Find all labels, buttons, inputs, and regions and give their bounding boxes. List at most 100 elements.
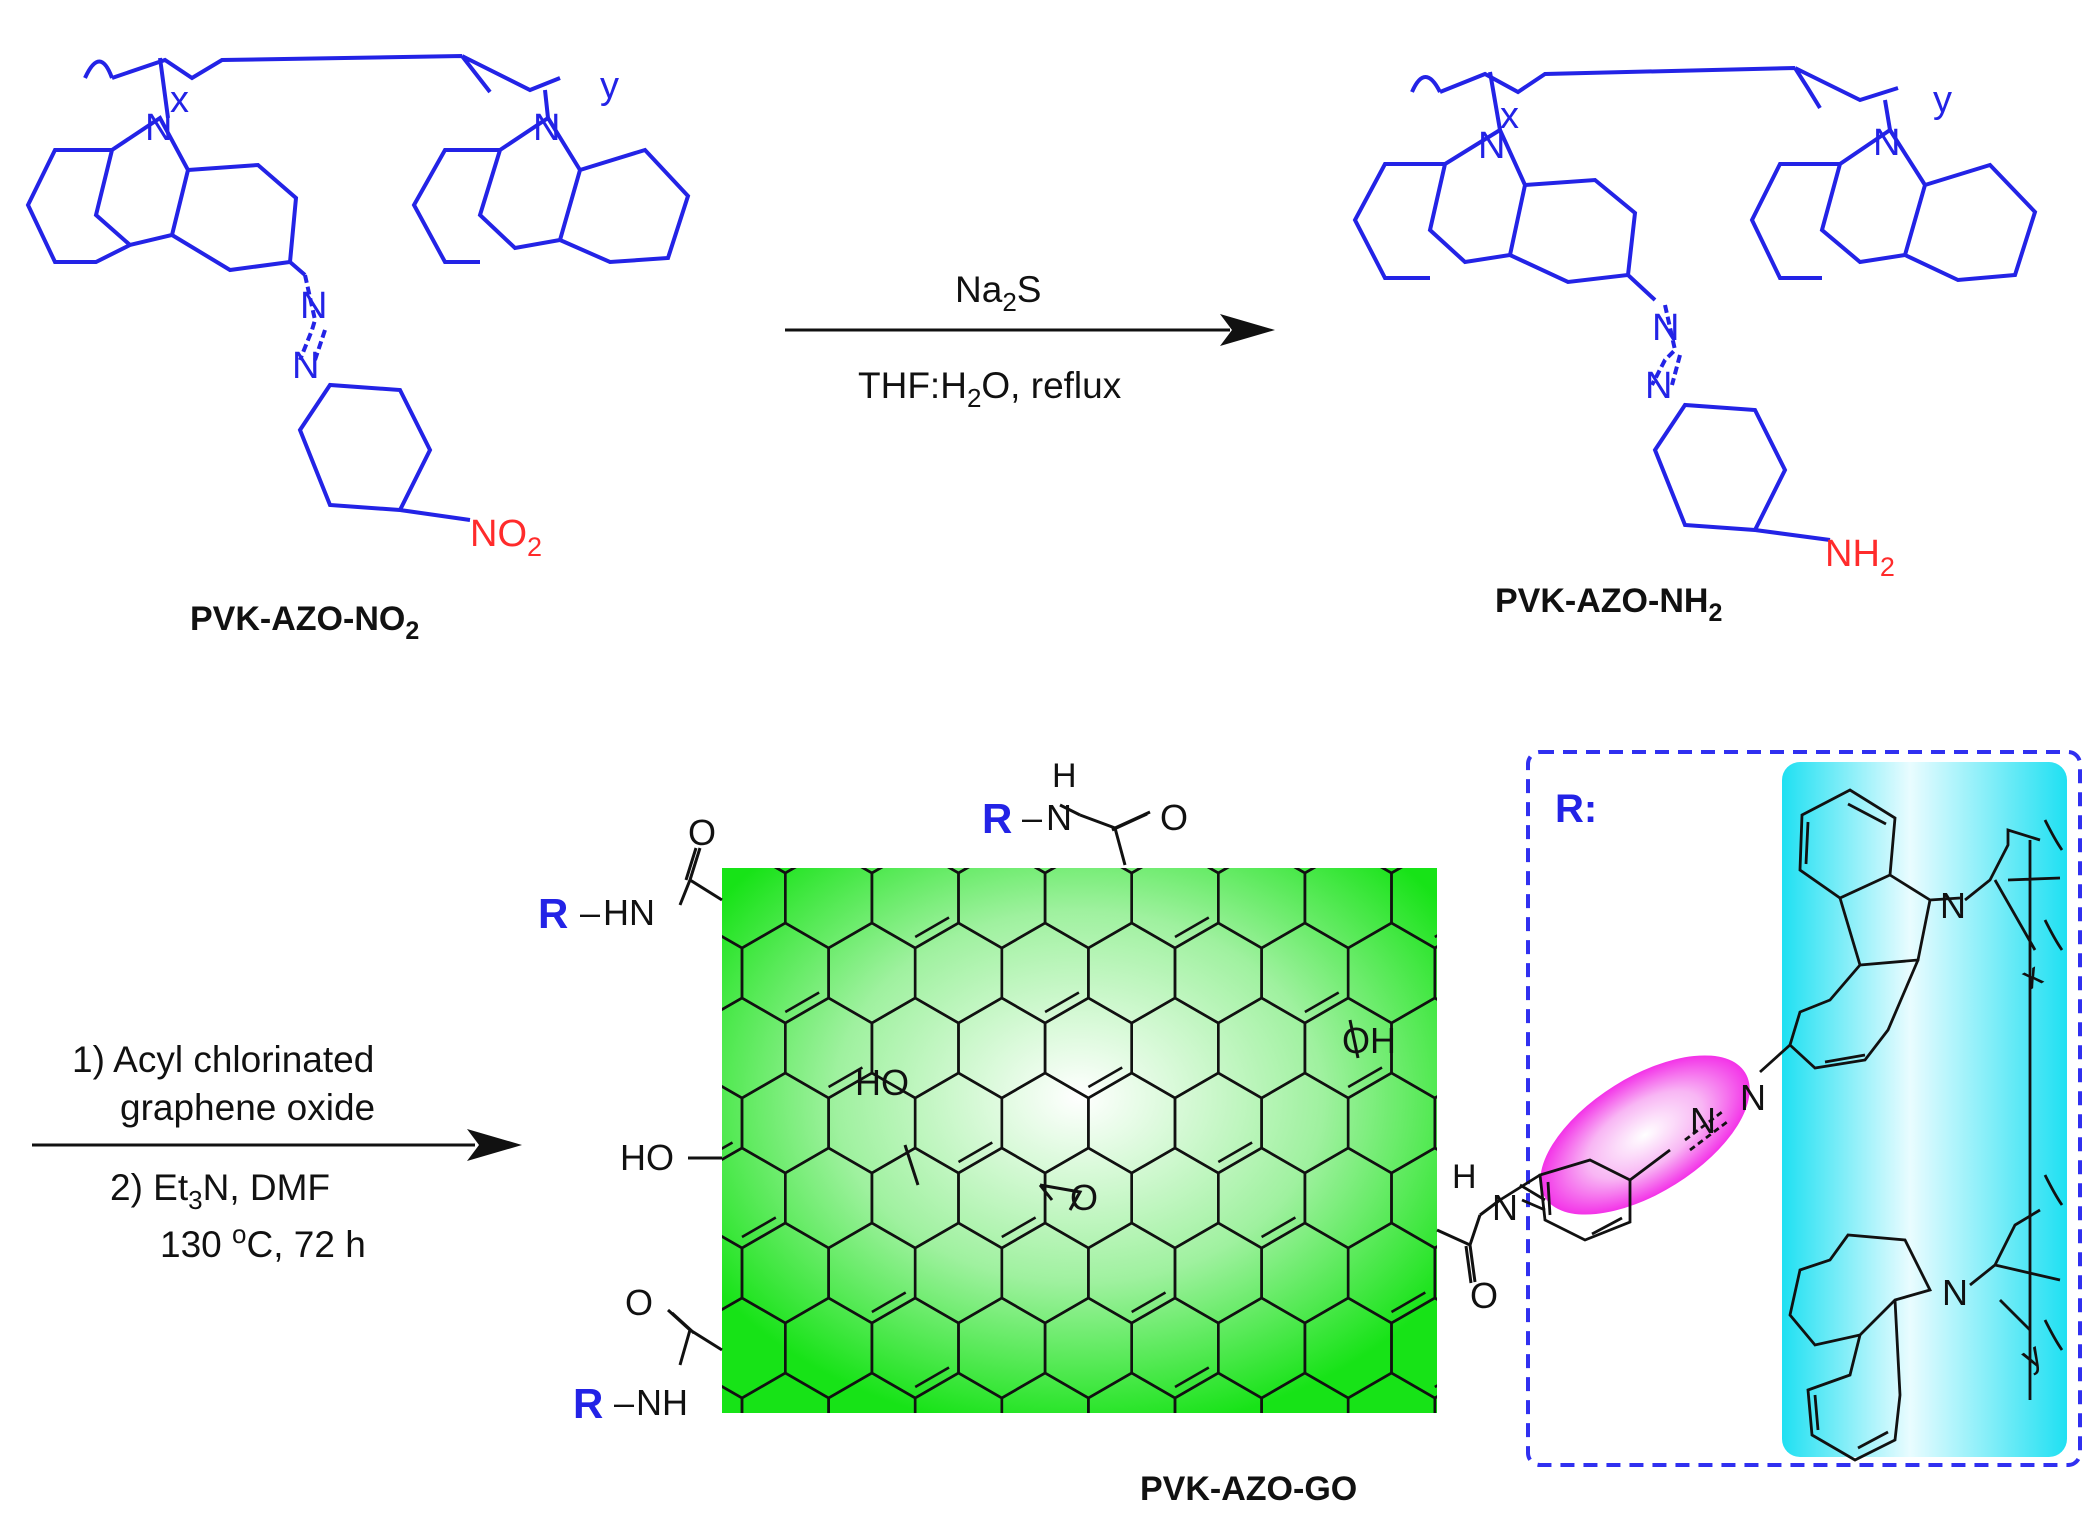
step2-line3: 2) Et3N, DMF [110, 1167, 330, 1215]
amine-group-label: NH2 [1825, 533, 1895, 582]
atom-o-left-lower: O [625, 1282, 653, 1323]
graphene-double-bond [655, 918, 689, 938]
graphene-double-bond [1044, 991, 1080, 1014]
atom-n-azo-topleft-2: N [292, 345, 319, 387]
graphene-double-bond [1304, 991, 1340, 1014]
bond-dash-left-upper: – [580, 892, 600, 933]
graphene-hexagon [1478, 848, 1565, 948]
graphene-hexagon [1380, 868, 1403, 875]
graphene-hexagon [1521, 1373, 1608, 1473]
compound-name-pvk-azo-go: PVK-AZO-GO [1140, 1470, 1357, 1508]
graphene-substituent-bonds [666, 803, 1501, 1366]
atom-h-top-amide: H [1052, 757, 1077, 795]
nitro-group-label: NO2 [470, 513, 542, 562]
atom-hn-left-upper: HN [603, 892, 655, 933]
graphene-hexagon [1433, 1095, 1437, 1151]
atom-n-carbazole-lower: N [1942, 1272, 1968, 1313]
atom-n-right-amide: N [1492, 1187, 1518, 1228]
compound-name-pvk-azo-nh2: PVK-AZO-NH2 [1495, 582, 1722, 627]
graphene-double-bond [957, 1141, 993, 1164]
label-y-topright: y [1933, 79, 1952, 121]
graphene-double-bond [827, 1066, 864, 1089]
atom-oh-right: OH [1342, 1020, 1396, 1061]
reaction-arrow-step1 [785, 314, 1275, 346]
graphene-double-bond [785, 1443, 819, 1463]
atom-n-top-amide: N [1046, 797, 1072, 838]
graphene-hexagon [1293, 868, 1317, 875]
atom-ho-left: HO [620, 1137, 674, 1178]
atom-n-topleft-2: N [533, 107, 560, 149]
label-y-topleft: y [600, 65, 619, 107]
atom-o-right-amide: O [1470, 1275, 1498, 1316]
r-substituent-left-lower: R [573, 1380, 603, 1427]
graphene-hexagon [774, 868, 797, 875]
graphene-hexagon [1433, 945, 1437, 1001]
graphene-double-bond [741, 1216, 777, 1239]
graphene-double-bond [1260, 1216, 1297, 1239]
graphene-double-bond [1347, 1066, 1383, 1089]
atom-n-carbazole-upper: N [1940, 885, 1966, 926]
graphene-double-bond [1565, 1443, 1599, 1463]
r-group-structure [1499, 788, 2064, 1462]
graphene-double-bond [1131, 1291, 1167, 1314]
graphene-double-bond [1434, 934, 1437, 939]
bond-dash-left-lower: – [614, 1382, 634, 1423]
atom-o-epoxide: O [1070, 1177, 1098, 1218]
azo-linker-highlight [1540, 1055, 1750, 1215]
graphene-lattice [612, 773, 1608, 1473]
atom-n-azo-topright-2: N [1645, 365, 1672, 407]
r-substituent-left-upper: R [538, 890, 568, 937]
graphene-hexagon [1433, 1245, 1437, 1301]
graphene-double-bond [1217, 1141, 1253, 1164]
atom-n-azo-r-1: N [1690, 1100, 1716, 1141]
graphene-double-bond [1132, 843, 1166, 863]
step2-line4: 130 oC, 72 h [160, 1219, 366, 1265]
atom-h-right-amide: H [1452, 1158, 1477, 1196]
step2-line1: 1) Acyl chlorinated [72, 1039, 374, 1080]
graphene-hexagon [1435, 773, 1522, 873]
atom-o-left-upper: O [688, 812, 716, 853]
atom-ho-inner: HO [855, 1062, 909, 1103]
graphene-double-bond [1174, 916, 1210, 939]
graphene-double-bond [1174, 1366, 1210, 1389]
atom-n-azo-topright-1: N [1652, 307, 1679, 349]
label-x-topleft: x [170, 79, 189, 121]
graphene-double-bond [722, 1141, 734, 1151]
structure-pvk-azo-no2 [25, 54, 691, 522]
step1-reagent: Na2S [955, 269, 1041, 317]
atom-n-topright-1: N [1478, 125, 1505, 167]
graphene-double-bond [1001, 1216, 1037, 1239]
r-group-dashed-box [1526, 750, 2082, 1467]
graphene-hexagon [1433, 1395, 1437, 1413]
graphene-double-bond [872, 843, 906, 863]
graphene-sheet-background [722, 868, 1437, 1413]
bond-dash-top: – [1022, 797, 1042, 838]
atom-n-azo-topleft-1: N [300, 285, 327, 327]
atom-n-azo-r-2: N [1740, 1077, 1766, 1118]
graphene-double-bond [784, 991, 820, 1014]
graphene-hexagon [1478, 998, 1565, 1098]
compound-name-pvk-azo-no2: PVK-AZO-NO2 [190, 600, 419, 645]
graphene-double-bond [1392, 843, 1426, 863]
graphene-double-bond [1390, 1291, 1426, 1314]
r-substituent-top: R [982, 795, 1012, 842]
graphene-double-bond [1305, 1443, 1339, 1463]
step2-line2: graphene oxide [120, 1087, 375, 1128]
graphene-hexagon [612, 998, 699, 1098]
atom-n-topright-2: N [1873, 122, 1900, 164]
atom-n-topleft-1: N [145, 107, 172, 149]
label-x-topright: x [1500, 95, 1519, 137]
pvk-backbone-highlight [1782, 762, 2067, 1457]
graphene-double-bond [1434, 1384, 1437, 1389]
graphene-double-bond [1045, 1443, 1079, 1463]
atom-nh-left-lower: NH [636, 1382, 688, 1423]
atom-o-top-amide: O [1160, 797, 1188, 838]
step1-conditions: THF:H2O, reflux [858, 365, 1122, 413]
graphene-hexagon [1521, 1223, 1608, 1323]
graphene-double-bond [1565, 993, 1599, 1013]
structure-pvk-azo-nh2 [1352, 66, 2038, 542]
reaction-arrow-step2 [32, 1129, 522, 1161]
graphene-double-bond [914, 1366, 950, 1389]
graphene-double-bond [871, 1291, 907, 1314]
